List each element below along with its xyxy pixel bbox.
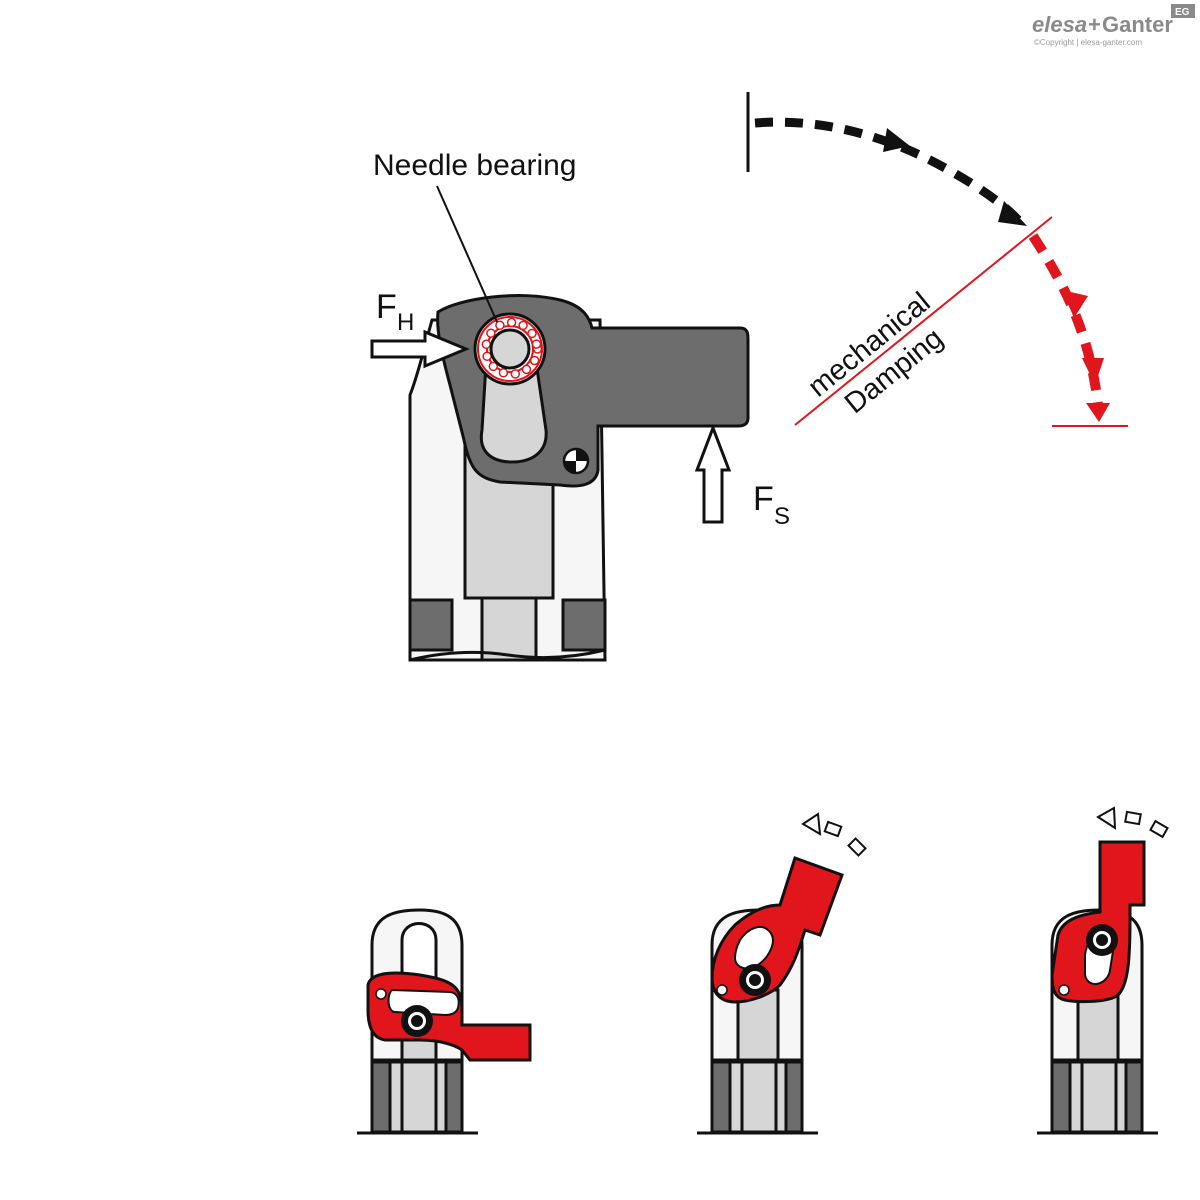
logo-brand-plus: + <box>1088 12 1101 37</box>
force-h-subscript: H <box>397 309 414 336</box>
bearing-pin <box>489 328 531 370</box>
damped-rotation-arc <box>1028 233 1103 406</box>
needle-bearing-leader <box>436 185 498 323</box>
small-clamp-position-2 <box>697 812 867 1135</box>
needle-bearing-rollers <box>481 317 543 379</box>
center-of-gravity-icon <box>562 447 590 475</box>
red-arrowhead-1 <box>1062 290 1088 318</box>
break-line <box>409 648 606 662</box>
logo-brand-right: Ganter <box>1102 12 1173 37</box>
force-s-subscript: S <box>774 503 790 530</box>
red-arrowhead-2 <box>1082 358 1104 385</box>
black-arrowhead-2 <box>998 201 1027 226</box>
elesa-ganter-logo: elesa + Ganter EG ©Copyright | elesa-gan… <box>1032 4 1195 47</box>
small-clamp-position-1 <box>357 908 532 1135</box>
seal-right <box>561 598 607 652</box>
rotation-damping-diagram: mechanical Damping <box>746 92 1128 427</box>
main-clamp: Needle bearing F H F S <box>370 149 790 662</box>
black-arrowhead-1 <box>883 128 910 152</box>
logo-brand-left: elesa <box>1032 12 1087 37</box>
force-s-label: F <box>753 480 774 518</box>
logo-copyright: ©Copyright | elesa-ganter.com <box>1034 38 1142 47</box>
seal-left <box>408 598 454 652</box>
force-h-label: F <box>376 288 397 326</box>
force-s-arrow <box>694 423 732 524</box>
red-arrowhead-3 <box>1086 403 1110 422</box>
logo-badge-text: EG <box>1175 7 1190 18</box>
clamp-rod <box>480 596 538 662</box>
logo-badge-box <box>1171 4 1195 18</box>
damping-start-line <box>794 216 1053 426</box>
small-clamp-position-3 <box>1037 806 1169 1135</box>
needle-bearing-label: Needle bearing <box>373 149 576 182</box>
force-h-arrow <box>370 329 470 369</box>
